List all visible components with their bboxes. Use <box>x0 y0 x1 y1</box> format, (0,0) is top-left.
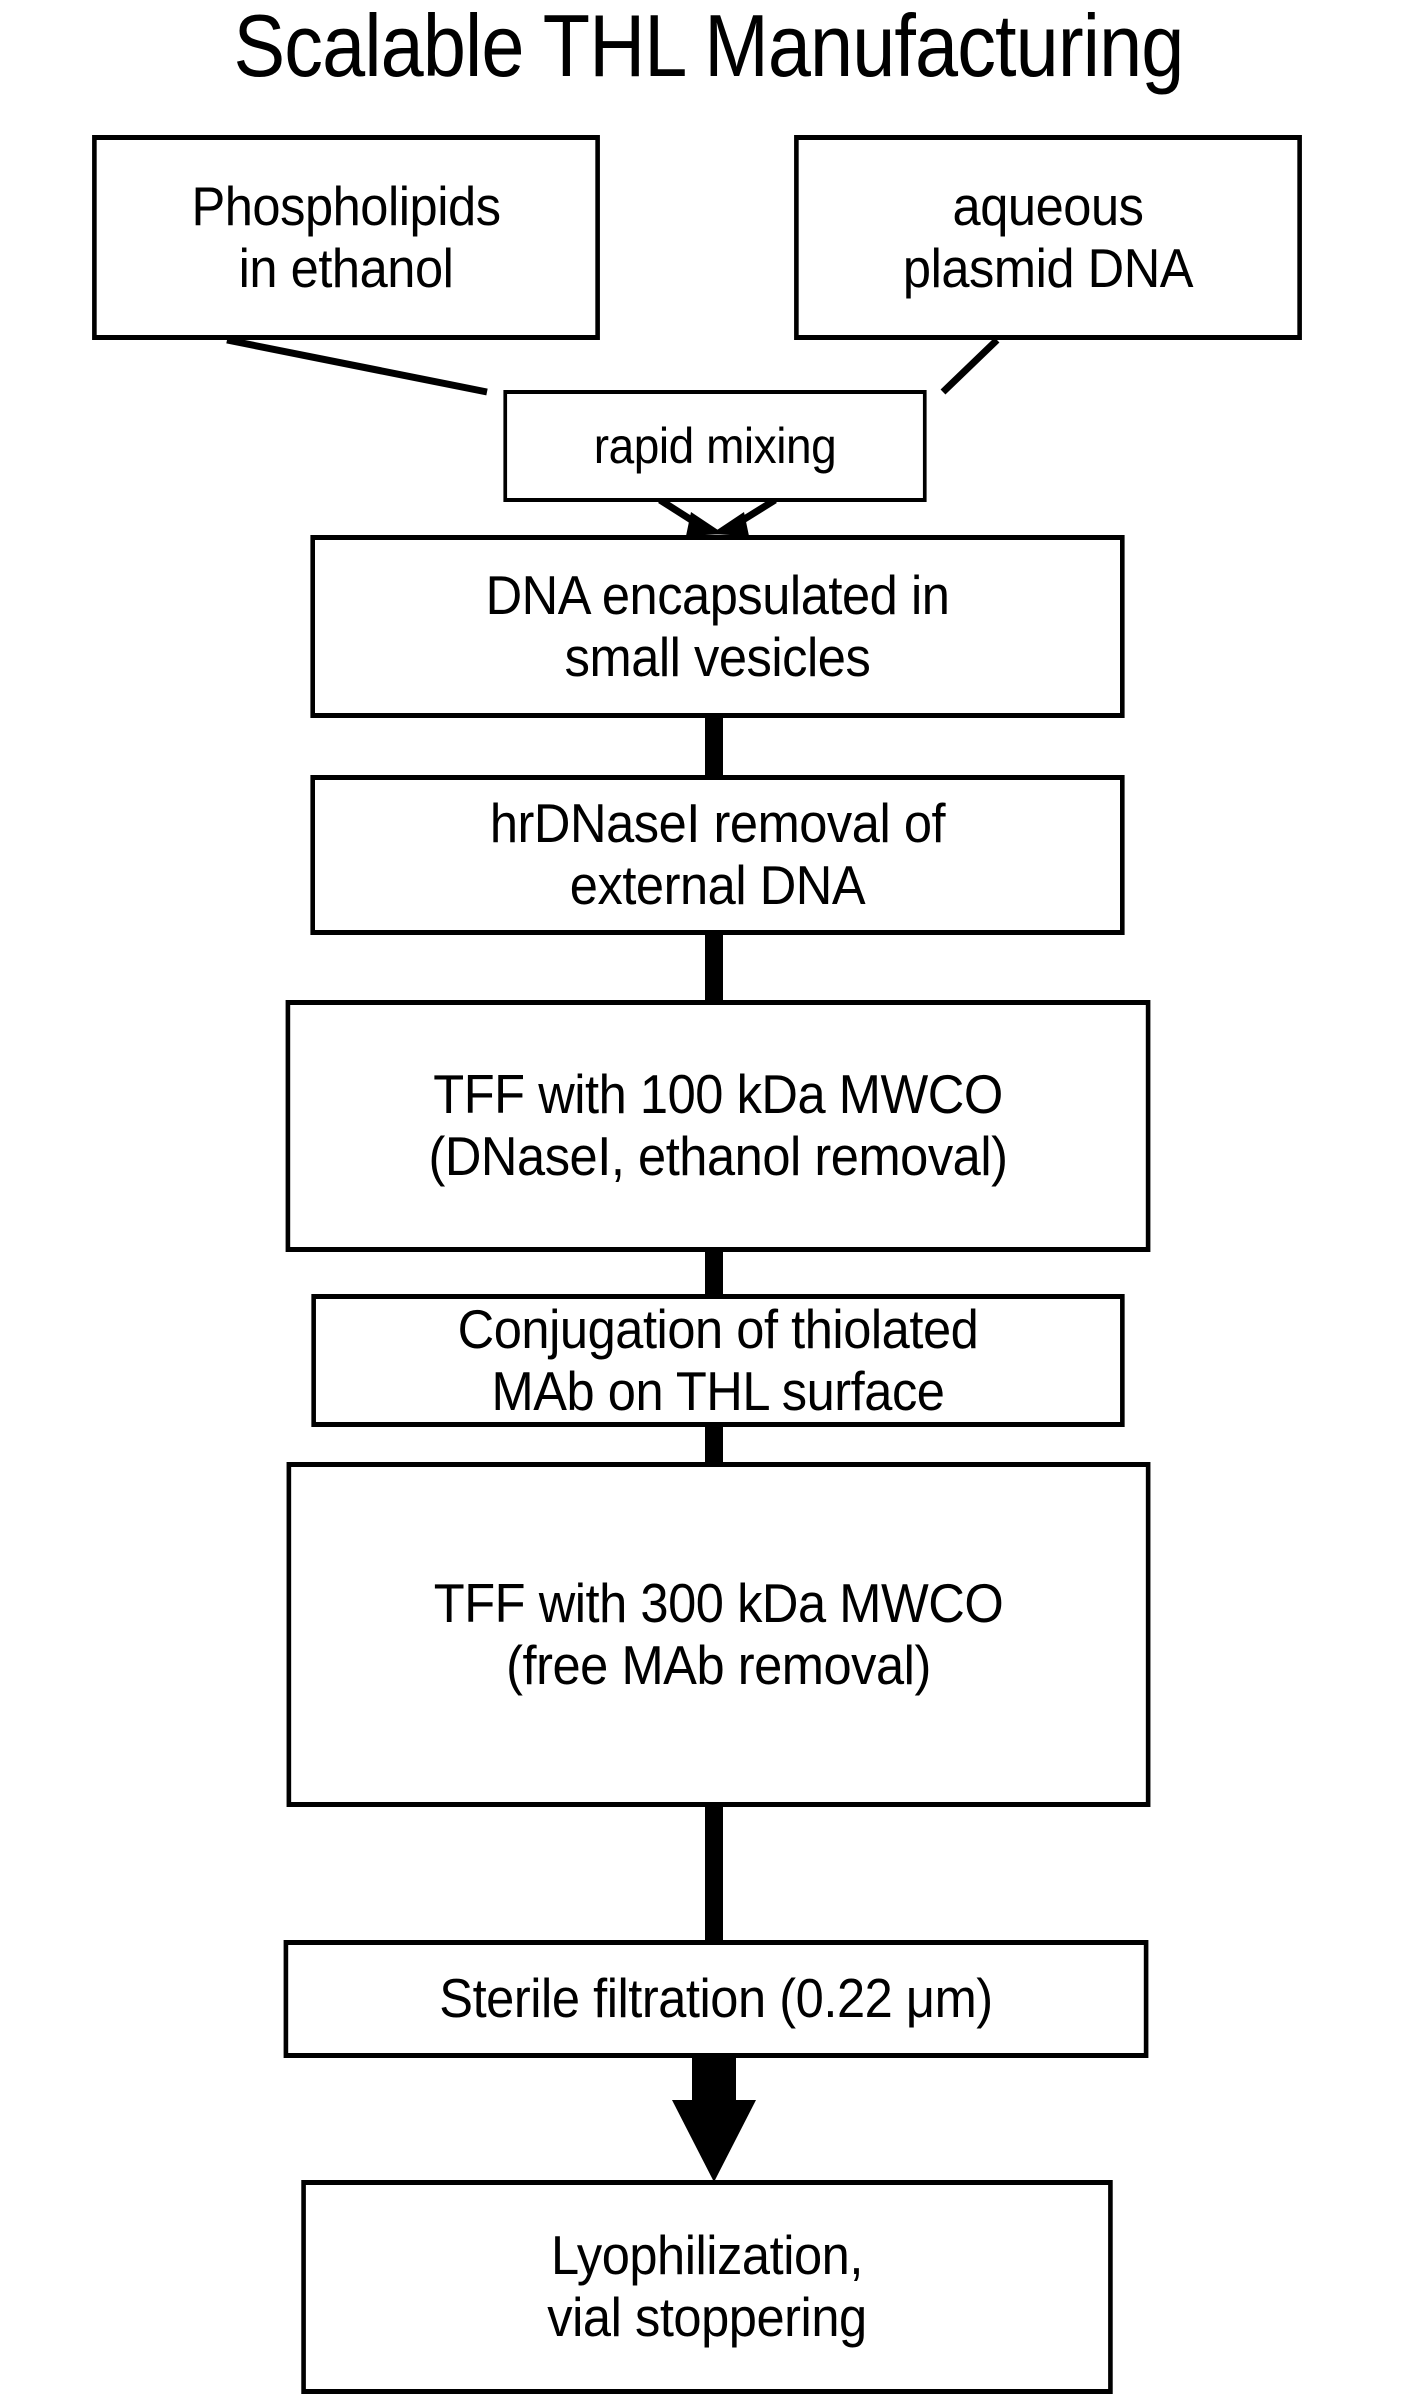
edge-phospholipids-to-rapid-mixing <box>226 336 488 396</box>
node-plasmid-dna-line-1: aqueous <box>952 174 1144 237</box>
node-rapid-mixing-line-1: rapid mixing <box>593 418 837 474</box>
node-phospholipids-line-2: in ethanol <box>238 236 454 299</box>
edge-hrdnasei-to-tff100 <box>705 932 723 1004</box>
edge-rapid-mixing-to-dna-encapsulated <box>658 497 777 536</box>
node-sterile-filtration[interactable]: Sterile filtration (0.22 μm) <box>283 1940 1149 2058</box>
node-lyophilization-line-2: vial stoppering <box>547 2286 867 2348</box>
node-conjugation-line-1: Conjugation of thiolated <box>457 1297 979 1360</box>
node-phospholipids-line-1: Phospholipids <box>191 174 501 237</box>
node-hrdnasei-removal-line-2: external DNA <box>569 854 866 916</box>
node-tff-100-line-2: (DNaseI, ethanol removal) <box>428 1125 1008 1187</box>
node-conjugation-line-2: MAb on THL surface <box>491 1359 945 1422</box>
node-hrdnasei-removal-line-1: hrDNaseI removal of <box>489 792 946 855</box>
node-tff-100[interactable]: TFF with 100 kDa MWCO (DNaseI, ethanol r… <box>285 1000 1151 1252</box>
node-tff-300[interactable]: TFF with 300 kDa MWCO (free MAb removal) <box>286 1462 1151 1807</box>
node-plasmid-dna-line-2: plasmid DNA <box>902 236 1194 299</box>
edge-dna-to-hrdnasei <box>705 716 723 778</box>
node-hrdnasei-removal[interactable]: hrDNaseI removal of external DNA <box>310 775 1125 935</box>
node-conjugation[interactable]: Conjugation of thiolated MAb on THL surf… <box>311 1294 1125 1427</box>
node-lyophilization[interactable]: Lyophilization, vial stoppering <box>301 2180 1113 2394</box>
node-lyophilization-line-1: Lyophilization, <box>551 2224 863 2287</box>
node-tff-100-line-1: TFF with 100 kDa MWCO <box>433 1063 1003 1126</box>
edge-conjugation-to-tff300 <box>705 1424 723 1464</box>
edge-plasmid-to-rapid-mixing <box>940 337 1000 395</box>
node-sterile-filtration-line-1: Sterile filtration (0.22 μm) <box>439 1967 993 2030</box>
node-plasmid-dna[interactable]: aqueous plasmid DNA <box>794 135 1302 340</box>
edge-sterile-to-lyophilization <box>672 2056 756 2182</box>
node-tff-300-line-2: (free MAb removal) <box>506 1633 931 1696</box>
node-rapid-mixing[interactable]: rapid mixing <box>503 390 927 502</box>
edge-tff100-to-conjugation <box>705 1250 723 1298</box>
node-tff-300-line-1: TFF with 300 kDa MWCO <box>433 1571 1004 1634</box>
node-phospholipids[interactable]: Phospholipids in ethanol <box>92 135 600 340</box>
edge-tff300-to-sterile <box>705 1805 723 1943</box>
page-title: Scalable THL Manufacturing <box>233 0 1185 95</box>
node-dna-encapsulated-line-2: small vesicles <box>564 625 871 688</box>
node-dna-encapsulated-line-1: DNA encapsulated in <box>485 563 950 626</box>
node-dna-encapsulated[interactable]: DNA encapsulated in small vesicles <box>310 535 1125 718</box>
